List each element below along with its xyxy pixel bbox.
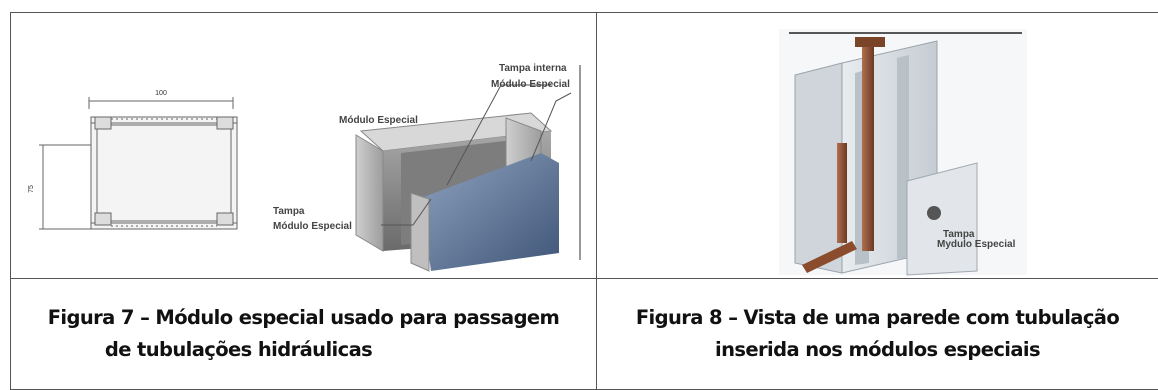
figure8-photo: Tampa Mydulo Especial (597, 13, 1157, 278)
figure7-caption-cell: Figura 7 – Módulo especial usado para pa… (11, 279, 597, 390)
figure7-image-cell: 100 75 Mód (11, 13, 597, 279)
label-tampa-line1: Tampa (273, 206, 305, 217)
figure8-caption-line1: Figura 8 – Vista de uma parede com tubul… (597, 302, 1158, 334)
figure8-image-cell: Tampa Mydulo Especial (597, 13, 1158, 279)
figure7-caption-line1: Figura 7 – Módulo especial usado para pa… (11, 302, 596, 334)
label-modulo-especial: Módulo Especial (339, 115, 418, 126)
label-tampa-interna-line1: Tampa interna (499, 63, 567, 74)
dimension-width-label: 100 (155, 90, 167, 97)
figure8-caption: Figura 8 – Vista de uma parede com tubul… (597, 302, 1158, 366)
label-tampa-line2: Mydulo Especial (937, 239, 1016, 250)
panel-hole (927, 206, 941, 220)
module-3d-drawing (356, 113, 559, 271)
dimension-height-label: 75 (28, 185, 35, 193)
figure7-caption-line2: de tubulações hidráulicas (11, 334, 466, 366)
figure8-caption-cell: Figura 8 – Vista de uma parede com tubul… (597, 279, 1158, 390)
figure7-caption: Figura 7 – Módulo especial usado para pa… (11, 302, 596, 366)
figure8-caption-line2: inserida nos módulos especiais (597, 334, 1158, 366)
figure-table: 100 75 Mód (10, 12, 1158, 390)
cross-section-drawing (39, 97, 237, 229)
label-tampa-line2: Módulo Especial (273, 221, 352, 232)
label-tampa-interna-line2: Módulo Especial (491, 79, 570, 90)
figure7-diagram: 100 75 Mód (11, 13, 597, 278)
